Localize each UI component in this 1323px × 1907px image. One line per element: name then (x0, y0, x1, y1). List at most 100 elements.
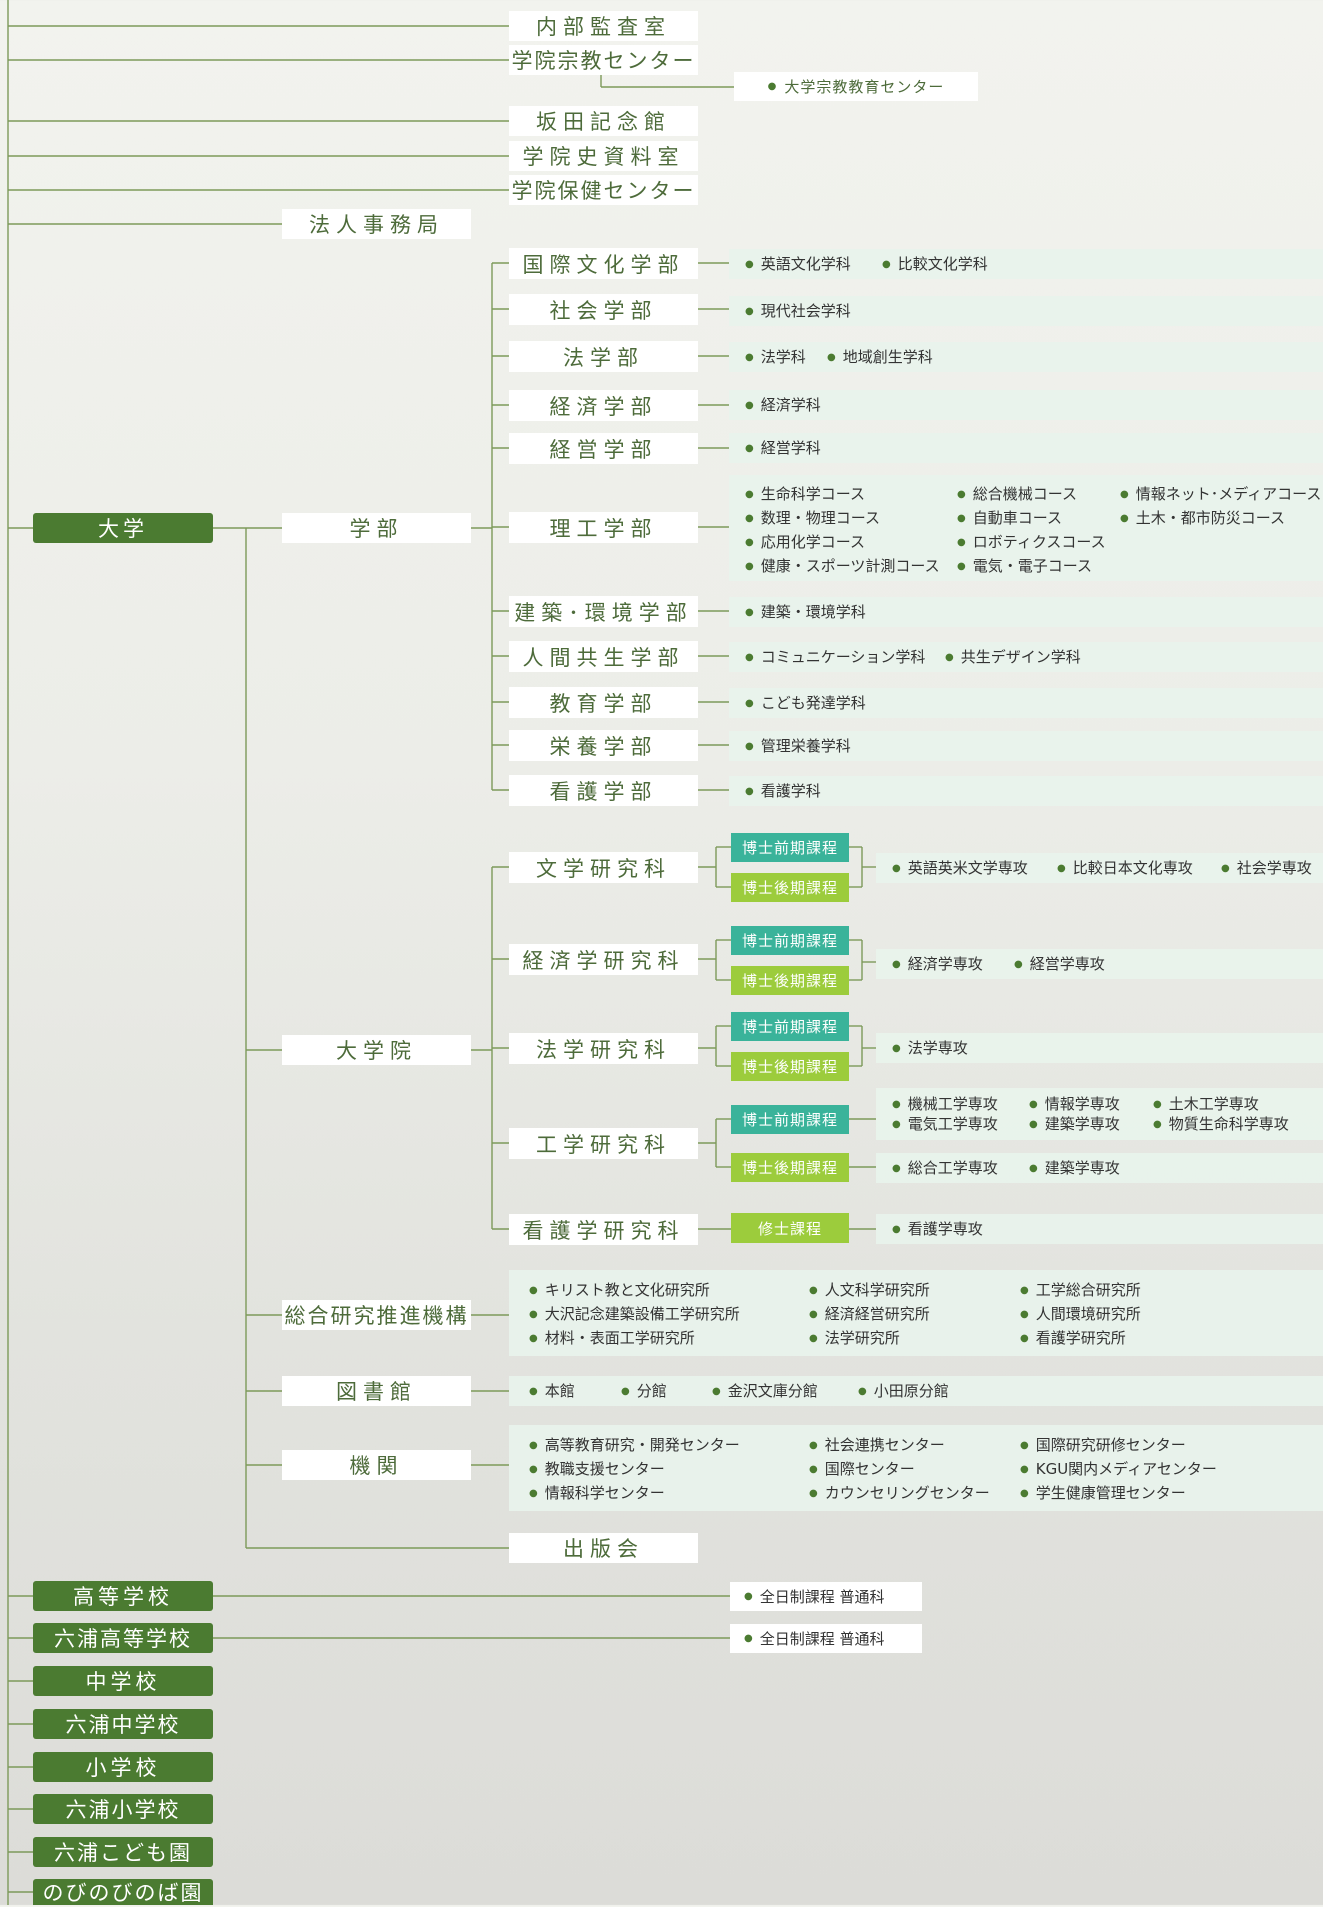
institute: 人文科学研究所 (809, 1280, 930, 1303)
center: 教職支援センター (529, 1459, 665, 1482)
course-chip-text: 全日制課程 普通科 (759, 1588, 885, 1606)
panel-kokusai: 英語文化学科 比較文化学科 (729, 249, 1323, 279)
panel-sogo: キリスト教と文化研究所 大沢記念建築設備工学研究所 材料・表面工学研究所 人文科… (509, 1270, 1323, 1356)
box-daigaku-shukyo: ●大学宗教教育センター (734, 72, 978, 101)
panel-keizai-grad: 経済学専攻 経営学専攻 (876, 949, 1323, 979)
major: 英語英米文学専攻 (892, 858, 1028, 881)
panel-riko: 生命科学コース 数理・物理コース 応用化学コース 健康・スポーツ計測コース 総合… (729, 475, 1323, 581)
school-mutsuura-shogaku: 六浦小学校 (33, 1794, 213, 1824)
course-zenki: 博士前期課程 (731, 926, 849, 955)
faculty-shakai: 社会学部 (509, 294, 698, 325)
center: 国際研究研修センター (1020, 1435, 1186, 1458)
box-hoken: 学院保健センター (509, 175, 698, 205)
grad-kango: 看護学研究科 (509, 1214, 698, 1245)
school-nobinobi: のびのびのば園 (33, 1879, 213, 1905)
panel-kyoiku: こども発達学科 (729, 688, 1323, 718)
dept: 共生デザイン学科 (945, 647, 1081, 670)
faculty-keiei: 経営学部 (509, 433, 698, 464)
institute: 看護学研究所 (1020, 1328, 1126, 1351)
course-koki: 博士後期課程 (731, 966, 849, 995)
dept: 看護学科 (745, 781, 821, 804)
box-gakubu: 学部 (282, 513, 471, 543)
dept: 管理栄養学科 (745, 736, 851, 759)
course-chip: 全日制課程 普通科 (730, 1582, 922, 1611)
school-chugaku: 中学校 (33, 1666, 213, 1696)
box-daigaku: 大学 (33, 513, 213, 543)
institute: 経済経営研究所 (809, 1304, 930, 1327)
dept: 土木・都市防災コース (1120, 508, 1285, 531)
major: 比較日本文化専攻 (1057, 858, 1193, 881)
major: 土木工学専攻 (1153, 1094, 1259, 1117)
dept: 地域創生学科 (827, 347, 933, 370)
course-shushi: 修士課程 (731, 1213, 849, 1243)
school-shogaku: 小学校 (33, 1752, 213, 1782)
dept: 経済学科 (745, 395, 821, 418)
panel-ningen: コミュニケーション学科 共生デザイン学科 (729, 642, 1323, 672)
box-hojin-jimu: 法人事務局 (282, 209, 471, 239)
library: 小田原分館 (858, 1381, 949, 1404)
library: 分館 (621, 1381, 667, 1404)
dept: 自動車コース (957, 508, 1062, 531)
center: カウンセリングセンター (809, 1483, 990, 1506)
center: 学生健康管理センター (1020, 1483, 1186, 1506)
box-kikan: 機関 (282, 1450, 471, 1480)
dept: 総合機械コース (957, 484, 1077, 507)
center: 社会連携センター (809, 1435, 945, 1458)
dept: こども発達学科 (745, 693, 866, 716)
panel-kango: 看護学科 (729, 776, 1323, 806)
course-zenki: 博士前期課程 (731, 1012, 849, 1041)
major: 情報学専攻 (1029, 1094, 1120, 1117)
dept: 情報ネット･メディアコース (1120, 484, 1322, 507)
panel-kogaku-zenki: 機械工学専攻 電気工学専攻 情報学専攻 建築学専攻 土木工学専攻 物質生命科学専… (876, 1088, 1323, 1140)
dept: 法学科 (745, 347, 806, 370)
box-tosho: 図書館 (282, 1376, 471, 1406)
panel-eiyo: 管理栄養学科 (729, 731, 1323, 761)
school-mutsuura-chugaku: 六浦中学校 (33, 1709, 213, 1739)
grad-hogaku: 法学研究科 (509, 1033, 698, 1064)
center: 情報科学センター (529, 1483, 665, 1506)
institute: 工学総合研究所 (1020, 1280, 1141, 1303)
box-sakata: 坂田記念館 (509, 106, 698, 136)
panel-tosho: 本館 分館 金沢文庫分館 小田原分館 (509, 1376, 1323, 1406)
dept: 現代社会学科 (745, 301, 851, 324)
institute: 法学研究所 (809, 1328, 900, 1351)
grad-bungaku: 文学研究科 (509, 852, 698, 883)
panel-kogaku-koki: 総合工学専攻 建築学専攻 (876, 1153, 1323, 1183)
panel-keizai: 経済学科 (729, 390, 1323, 420)
box-shuppan: 出版会 (509, 1533, 698, 1563)
panel-hogaku-grad: 法学専攻 (876, 1033, 1323, 1063)
faculty-kenchiku: 建築･環境学部 (509, 596, 698, 627)
faculty-keizai: 経済学部 (509, 390, 698, 421)
faculty-eiyo: 栄養学部 (509, 730, 698, 761)
dept: ロボティクスコース (957, 532, 1106, 555)
box-shiryo: 学院史資料室 (509, 141, 698, 171)
dept: 比較文化学科 (882, 254, 988, 277)
major: 機械工学専攻 (892, 1094, 998, 1117)
school-koko: 高等学校 (33, 1581, 213, 1611)
major: 建築学専攻 (1029, 1158, 1120, 1181)
faculty-riko: 理工学部 (509, 512, 698, 543)
panel-kango-grad: 看護学専攻 (876, 1214, 1323, 1244)
course-chip: 全日制課程 普通科 (730, 1624, 922, 1653)
major: 電気工学専攻 (892, 1114, 998, 1137)
panel-bungaku: 英語英米文学専攻 比較日本文化専攻 社会学専攻 (876, 853, 1323, 883)
course-koki: 博士後期課程 (731, 873, 849, 902)
panel-kenchiku: 建築・環境学科 (729, 597, 1323, 627)
course-zenki: 博士前期課程 (731, 833, 849, 862)
dept: 建築・環境学科 (745, 602, 866, 625)
library: 金沢文庫分館 (712, 1381, 818, 1404)
faculty-kokusai: 国際文化学部 (509, 248, 698, 279)
institute: 大沢記念建築設備工学研究所 (529, 1304, 740, 1327)
box-sogo: 総合研究推進機構 (282, 1300, 471, 1330)
major: 経営学専攻 (1014, 954, 1105, 977)
dept: 経営学科 (745, 438, 821, 461)
dept: 英語文化学科 (745, 254, 851, 277)
faculty-kyoiku: 教育学部 (509, 687, 698, 718)
library: 本館 (529, 1381, 575, 1404)
dept: コミュニケーション学科 (745, 647, 926, 670)
center: KGU関内メディアセンター (1020, 1459, 1217, 1482)
dept: 電気・電子コース (957, 556, 1092, 579)
panel-shakai: 現代社会学科 (729, 296, 1323, 326)
school-mutsuura-koko: 六浦高等学校 (33, 1623, 213, 1653)
